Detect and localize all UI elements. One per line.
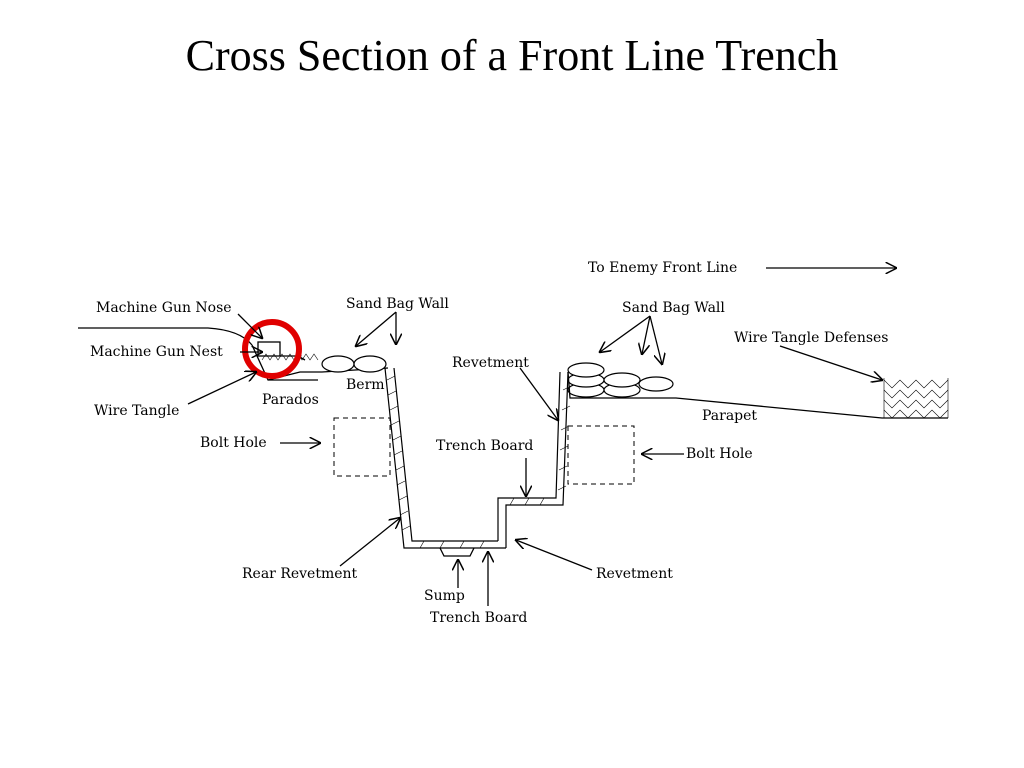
callout-arrows: [187, 268, 896, 606]
label-trench-board-step: Trench Board: [436, 438, 533, 454]
label-bolt-hole-right: Bolt Hole: [686, 446, 753, 462]
label-trench-board-floor: Trench Board: [430, 610, 527, 626]
label-revetment-lower: Revetment: [596, 566, 673, 582]
bolt-hole-left: [333, 417, 391, 477]
label-to-enemy-front-line: To Enemy Front Line: [588, 260, 737, 276]
label-parados: Parados: [262, 392, 319, 408]
label-parapet: Parapet: [702, 408, 757, 424]
label-wire-tangle-defenses: Wire Tangle Defenses: [734, 330, 889, 346]
slide-title: Cross Section of a Front Line Trench: [185, 31, 839, 80]
label-wire-tangle: Wire Tangle: [94, 403, 179, 419]
label-rear-revetment: Rear Revetment: [242, 566, 358, 582]
label-bolt-hole-left: Bolt Hole: [200, 435, 267, 451]
label-machine-gun-nose: Machine Gun Nose: [96, 300, 232, 316]
trench-walls: [384, 367, 572, 549]
sand-bags-right: [567, 362, 674, 398]
parapet-slope: [567, 371, 948, 419]
label-berm: Berm: [346, 377, 385, 393]
label-sand-bag-wall-left: Sand Bag Wall: [346, 296, 449, 312]
label-sump: Sump: [424, 588, 465, 604]
label-sand-bag-wall-right: Sand Bag Wall: [622, 300, 725, 316]
ground-line-left: [78, 327, 253, 346]
bolt-hole-right: [567, 425, 635, 485]
sump-shape: [439, 547, 475, 557]
label-revetment-upper: Revetment: [452, 355, 529, 371]
highlight-circle: [242, 319, 302, 379]
label-machine-gun-nest: Machine Gun Nest: [90, 344, 223, 360]
wire-tangle-defenses-shape: [883, 378, 949, 419]
sand-bags-left: [321, 355, 387, 373]
wire-tangle-left: [261, 353, 319, 361]
